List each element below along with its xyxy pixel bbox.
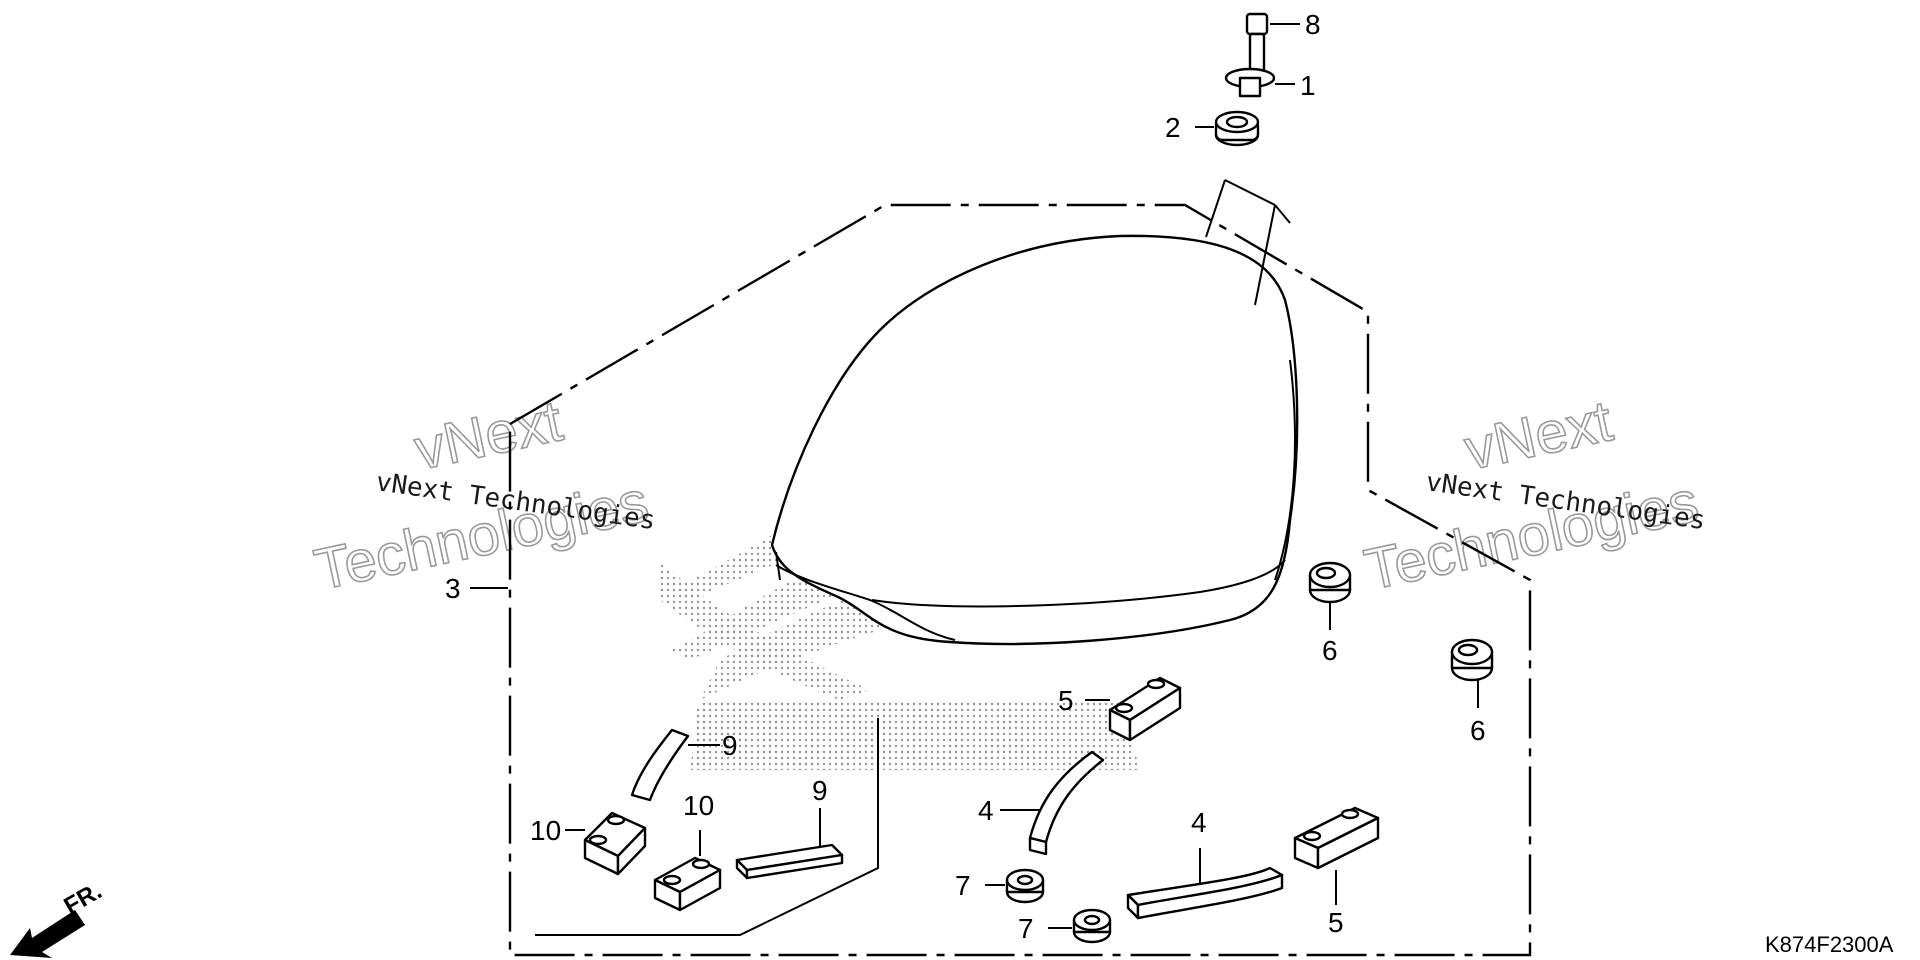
part-10-block-a: 10 (530, 811, 647, 876)
part-7-grommet-a: 7 (955, 868, 1045, 904)
part-1-collar: 1 (1224, 67, 1316, 101)
callout-2: 2 (1165, 112, 1181, 143)
part-7-grommet-b: 7 (1018, 908, 1112, 944)
callout-6b: 6 (1470, 715, 1486, 746)
part-9-pad-curved: 9 (630, 728, 738, 802)
watermark-big-top-right: vNext (1459, 388, 1618, 482)
part-3-callout: 3 (445, 573, 508, 604)
part-5-block-a: 5 (1058, 676, 1182, 742)
seat (770, 234, 1299, 646)
assembly-boundary (508, 203, 1532, 957)
front-label: FR. (60, 877, 107, 920)
callout-7b: 7 (1018, 913, 1034, 944)
callout-5b: 5 (1328, 907, 1344, 938)
callout-10a: 10 (530, 815, 561, 846)
part-6-cushion-a: 6 (1308, 561, 1352, 666)
part-9-pad-straight: 9 (735, 775, 844, 880)
honda-logo-text: HONDA (690, 691, 1045, 787)
diagram-code: K874F2300A (1765, 932, 1894, 957)
watermark-big-top-left: vNext (409, 388, 568, 482)
callout-4a: 4 (978, 795, 994, 826)
callout-5a: 5 (1058, 685, 1074, 716)
part-10-block-b: 10 (653, 790, 722, 912)
callout-8: 8 (1305, 9, 1321, 40)
callout-3: 3 (445, 573, 461, 604)
part-4-strip-curved: 4 (978, 750, 1105, 856)
watermark-left: vNext Technologies vNext Technologies (308, 388, 657, 604)
callout-7a: 7 (955, 870, 971, 901)
pad-set-bracket (535, 718, 879, 936)
part-8-bolt: 8 (1245, 9, 1321, 80)
callout-1: 1 (1300, 70, 1316, 101)
front-arrow-icon: FR. (10, 877, 106, 958)
callout-9b: 9 (812, 775, 828, 806)
leader-part-2 (1205, 179, 1291, 306)
part-5-block-b: 5 (1293, 806, 1380, 938)
part-2-grommet: 2 (1165, 110, 1260, 147)
callout-6a: 6 (1322, 635, 1338, 666)
callout-4b: 4 (1191, 807, 1207, 838)
part-4-strip-long: 4 (1126, 807, 1284, 920)
callout-9a: 9 (722, 730, 738, 761)
watermark-right: vNext Technologies vNext Technologies (1358, 388, 1707, 604)
part-6-cushion-b: 6 (1450, 638, 1494, 746)
callout-10b: 10 (683, 790, 714, 821)
